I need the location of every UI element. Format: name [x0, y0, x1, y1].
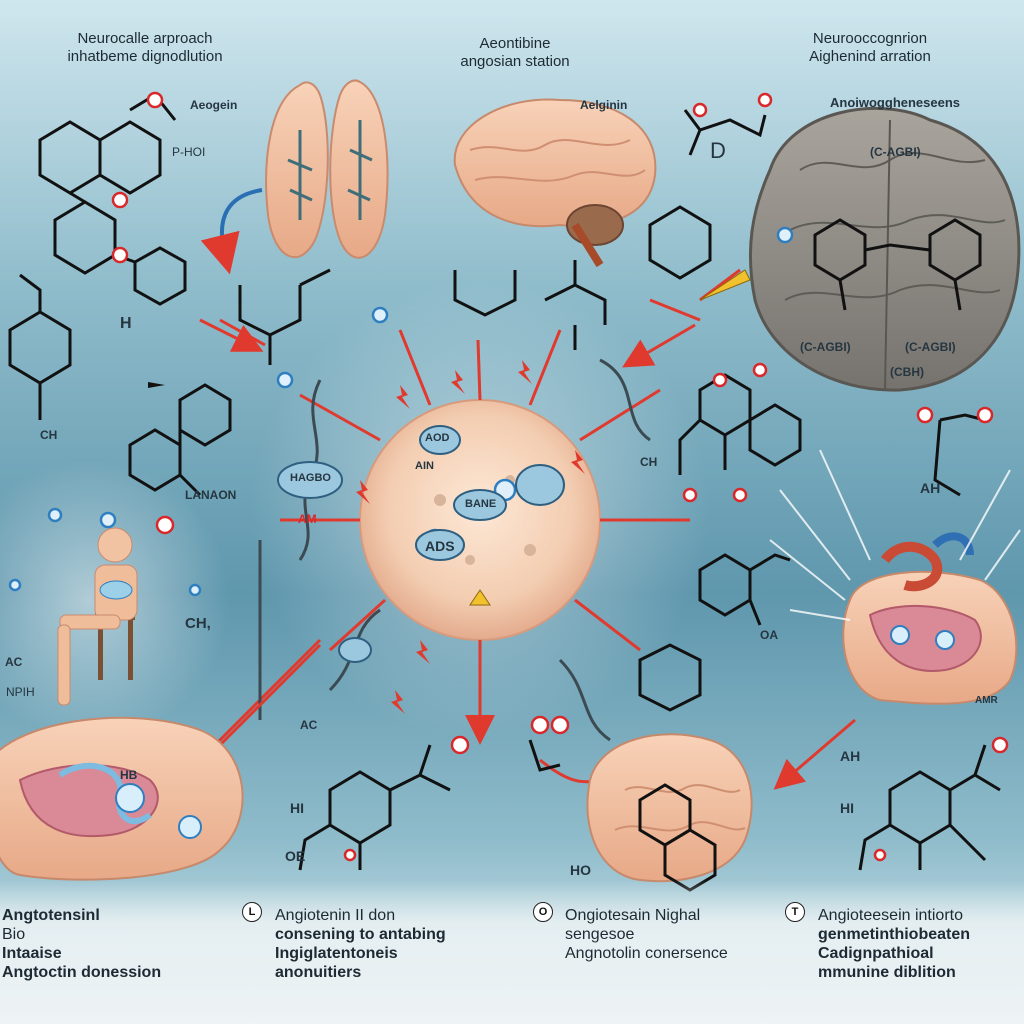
caption-1-line3: Intaaise [2, 945, 62, 962]
yellow-wedge [699, 269, 751, 301]
caption-3-line1: Ongiotesain Nighal [565, 907, 701, 924]
caption-2-marker: L [242, 902, 262, 922]
caption-3-marker: O [533, 902, 553, 922]
caption-4-line4: mmunine diblition [818, 964, 956, 981]
label-hi-right: HI [840, 800, 854, 816]
heart-organ-right [769, 449, 1021, 705]
label-hb: HB [120, 768, 138, 782]
label-amr: AMR [975, 695, 998, 706]
receptor-blobs [277, 425, 565, 663]
header-center-line2: angosian station [460, 53, 570, 70]
caption-3-line2: sengesoe [565, 926, 635, 943]
label-am: AM [298, 512, 317, 526]
label-hagbo: HAGBO [290, 472, 331, 484]
brain-top-right [748, 107, 1021, 392]
caption-4-line1: Angioteesein intiorto [818, 907, 963, 924]
kidney-lower-left [0, 716, 244, 881]
caption-2-line2: consening to antabing [275, 926, 446, 943]
label-npih: NPIH [6, 685, 35, 699]
label-ch-lower: CH, [185, 615, 211, 632]
caption-1-line4: Angtoctin donession [2, 964, 162, 981]
caption-4: Angioteesein intiorto genmetinthiobeaten… [818, 906, 970, 982]
caption-2: Angiotenin II don consening to antabing … [275, 906, 446, 982]
label-ai-right: AH [920, 480, 941, 496]
label-ah-right: AH [840, 748, 861, 764]
header-center: Aeontibine angosian station [420, 35, 610, 71]
header-left-line1: Neurocalle arproach [77, 30, 213, 47]
header-left-line2: inhatbeme dignodlution [67, 48, 223, 65]
label-cabsi: (C-AGBI) [870, 145, 921, 159]
header-right-line1: Neurooccognrion [812, 30, 928, 47]
caption-1-line1: Angtotensinl [2, 907, 100, 924]
atom-markers [8, 91, 1009, 862]
organ-bottom-center [586, 733, 753, 883]
caption-4-marker: T [785, 902, 805, 922]
long-arrows [194, 268, 856, 790]
caption-2-line4: anonuitiers [275, 964, 362, 981]
label-ain: AIN [415, 460, 434, 472]
label-ac-left: AC [5, 655, 23, 669]
label-aod: AOD [425, 432, 450, 444]
label-ads: ADS [425, 538, 455, 554]
seated-person [57, 527, 138, 706]
brain-top-center [453, 98, 657, 268]
header-left: Neurocalle arproach inhatbeme dignodluti… [40, 30, 250, 66]
label-cabsi-low1: (C-AGBI) [800, 340, 851, 354]
caption-3-line3: Angnotolin conersence [565, 945, 728, 962]
caption-band [0, 880, 1024, 1024]
label-bane: BANE [465, 498, 497, 510]
caption-3: Ongiotesain Nighal sengesoe Angnotolin c… [565, 906, 728, 963]
label-cbh-low: (CBH) [890, 365, 924, 379]
label-ch-left: CH [40, 428, 58, 442]
label-d: D [710, 138, 726, 163]
label-aelginin: Aelginin [580, 98, 628, 112]
lightning-bolts [356, 360, 585, 714]
label-oa: OA [760, 628, 778, 642]
label-anglogennesesens: Anoiwoggheneseens [830, 95, 961, 110]
caption-4-line3: Cadignpathioal [818, 945, 934, 962]
caption-1-line2: Bio [2, 926, 26, 943]
label-hi-left: HI [290, 800, 304, 816]
caption-4-line2: genmetinthiobeaten [818, 926, 971, 943]
header-right: Neurooccognrion Aighenind arration [770, 30, 970, 66]
caption-1: Angtotensinl Bio Intaaise Angtoctin done… [2, 906, 161, 982]
header-right-line2: Aighenind arration [809, 48, 931, 65]
label-ch-center: CH [640, 455, 658, 469]
label-ac-lower: AC [300, 718, 318, 732]
label-oe: OE [285, 848, 306, 864]
label-lanaen: LANAON [185, 488, 237, 502]
caption-2-line1: Angiotenin II don [275, 907, 396, 924]
label-aeogein: Aeogein [190, 98, 238, 112]
label-cabsi-low2: (C-AGBI) [905, 340, 956, 354]
label-p-hol: P-HOI [172, 145, 206, 159]
kidney-pair [200, 79, 389, 275]
caption-2-line3: Ingiglatentoneis [275, 945, 398, 962]
header-center-line1: Aeontibine [479, 35, 551, 52]
label-h-left: H [120, 315, 132, 332]
label-ho: HO [570, 862, 591, 878]
